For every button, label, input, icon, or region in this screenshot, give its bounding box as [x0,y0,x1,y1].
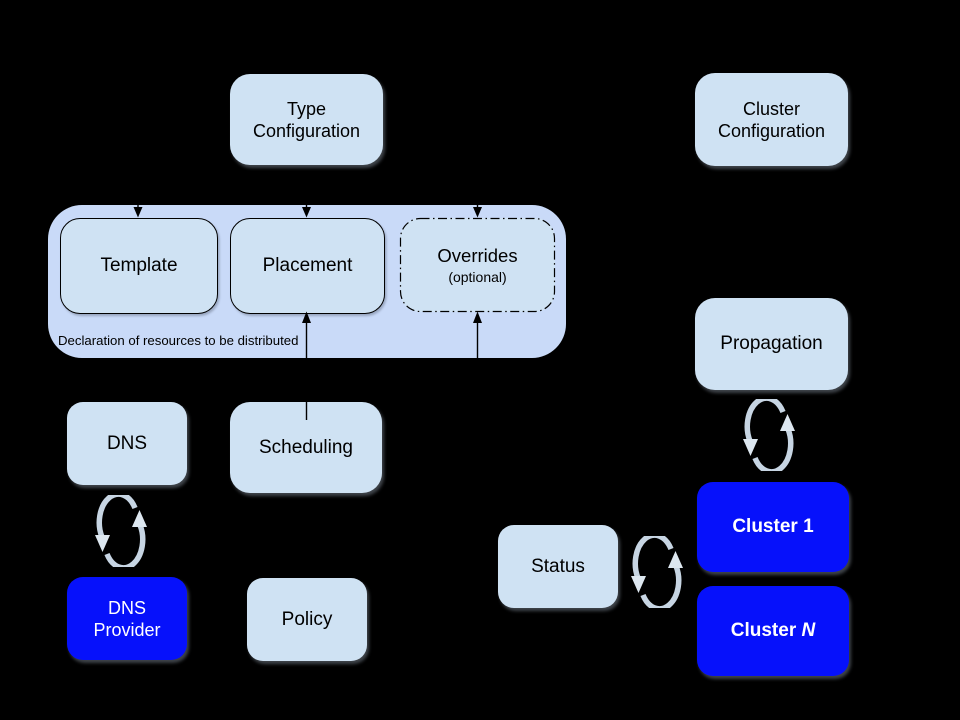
node-label: Template [100,255,178,276]
node-cluster-n: Cluster N [697,586,849,676]
node-status: Status [498,525,618,608]
node-template: Template [60,218,218,314]
node-label: Cluster N [730,620,816,641]
node-cluster-configuration: Cluster Configuration [695,73,848,166]
node-label: Cluster Configuration [717,98,826,141]
node-label: DNS Provider [93,597,161,640]
node-dns: DNS [67,402,187,485]
container-caption: Declaration of resources to be distribut… [58,333,299,348]
node-label: Status [531,555,585,577]
node-type-configuration: Type Configuration [230,74,383,165]
node-overrides: Overrides (optional) [400,218,555,312]
node-label: Cluster 1 [732,516,814,537]
node-scheduling: Scheduling [230,402,382,493]
node-policy: Policy [247,578,367,661]
node-cluster-1: Cluster 1 [697,482,849,572]
node-propagation: Propagation [695,298,848,390]
node-sublabel: (optional) [448,269,507,285]
sync-icon [743,398,795,472]
node-label: Policy [281,608,333,630]
node-label: Propagation [720,333,823,354]
sync-icon [95,494,147,568]
node-label: Overrides [437,245,518,266]
sync-icon [631,535,683,609]
node-label: DNS [106,432,148,454]
node-placement: Placement [230,218,385,314]
node-label: Scheduling [258,436,354,458]
node-label: Type Configuration [252,98,361,141]
node-label: Placement [262,255,353,276]
node-dns-provider: DNS Provider [67,577,187,660]
